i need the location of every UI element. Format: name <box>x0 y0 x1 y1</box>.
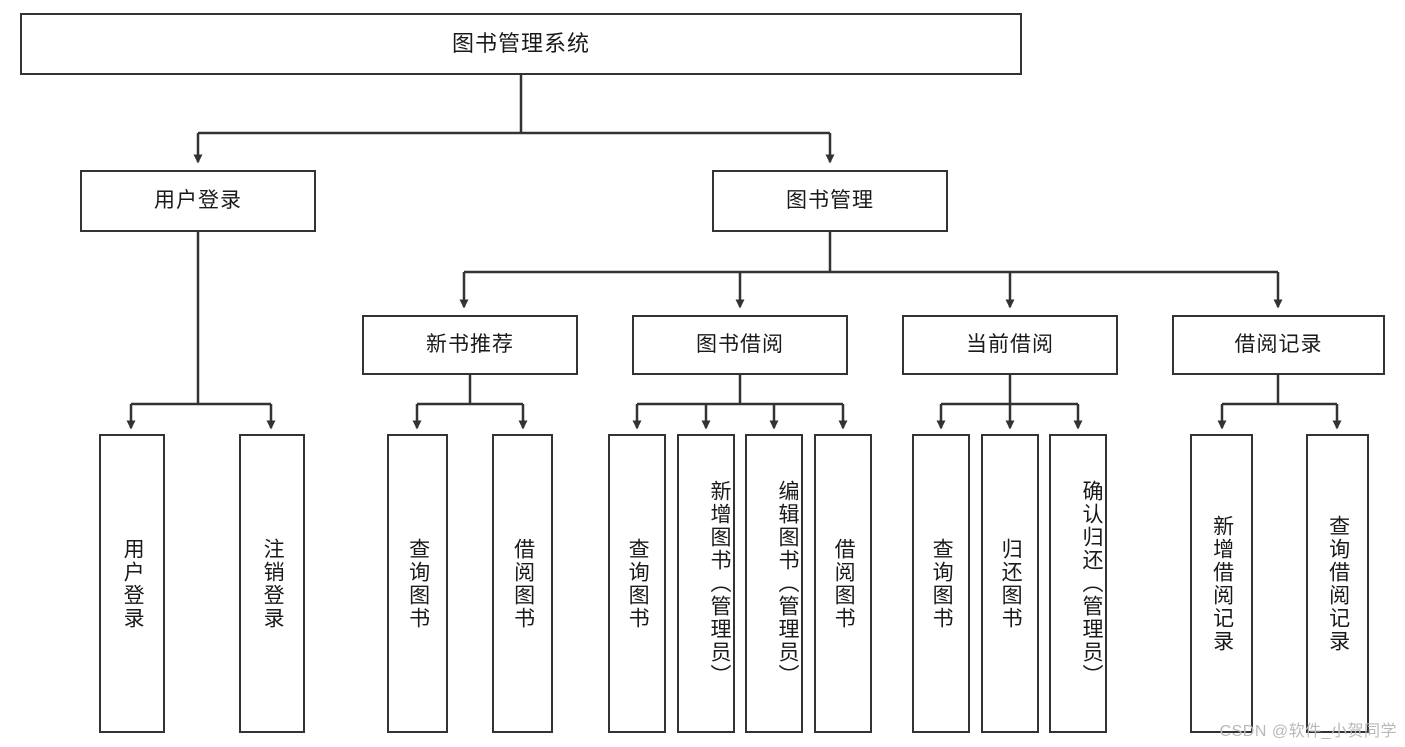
leaf-return-book[interactable]: 归还图书 <box>981 434 1039 733</box>
leaf-confirm-return[interactable]: 确认归还（管理员） <box>1049 434 1107 733</box>
leaf-borrow-book-borrow[interactable]: 借阅图书 <box>814 434 872 733</box>
node-current-borrow[interactable]: 当前借阅 <box>902 315 1118 375</box>
leaf-add-book[interactable]: 新增图书（管理员） <box>677 434 735 733</box>
leaf-query-borrow-record[interactable]: 查询借阅记录 <box>1306 434 1369 733</box>
csdn-watermark: CSDN @软件_小贺同学 <box>1219 723 1397 740</box>
node-root-system[interactable]: 图书管理系统 <box>20 13 1022 75</box>
leaf-user-logout[interactable]: 注销登录 <box>239 434 305 733</box>
leaf-edit-book[interactable]: 编辑图书（管理员） <box>745 434 803 733</box>
node-book-borrow[interactable]: 图书借阅 <box>632 315 848 375</box>
node-borrow-record[interactable]: 借阅记录 <box>1172 315 1385 375</box>
leaf-user-login[interactable]: 用户登录 <box>99 434 165 733</box>
leaf-query-book-current[interactable]: 查询图书 <box>912 434 970 733</box>
node-book-management[interactable]: 图书管理 <box>712 170 948 232</box>
leaf-add-borrow-record[interactable]: 新增借阅记录 <box>1190 434 1253 733</box>
node-user-login[interactable]: 用户登录 <box>80 170 316 232</box>
leaf-query-book-borrow[interactable]: 查询图书 <box>608 434 666 733</box>
leaf-query-book-recommend[interactable]: 查询图书 <box>387 434 448 733</box>
node-new-book-recommend[interactable]: 新书推荐 <box>362 315 578 375</box>
leaf-borrow-book-recommend[interactable]: 借阅图书 <box>492 434 553 733</box>
